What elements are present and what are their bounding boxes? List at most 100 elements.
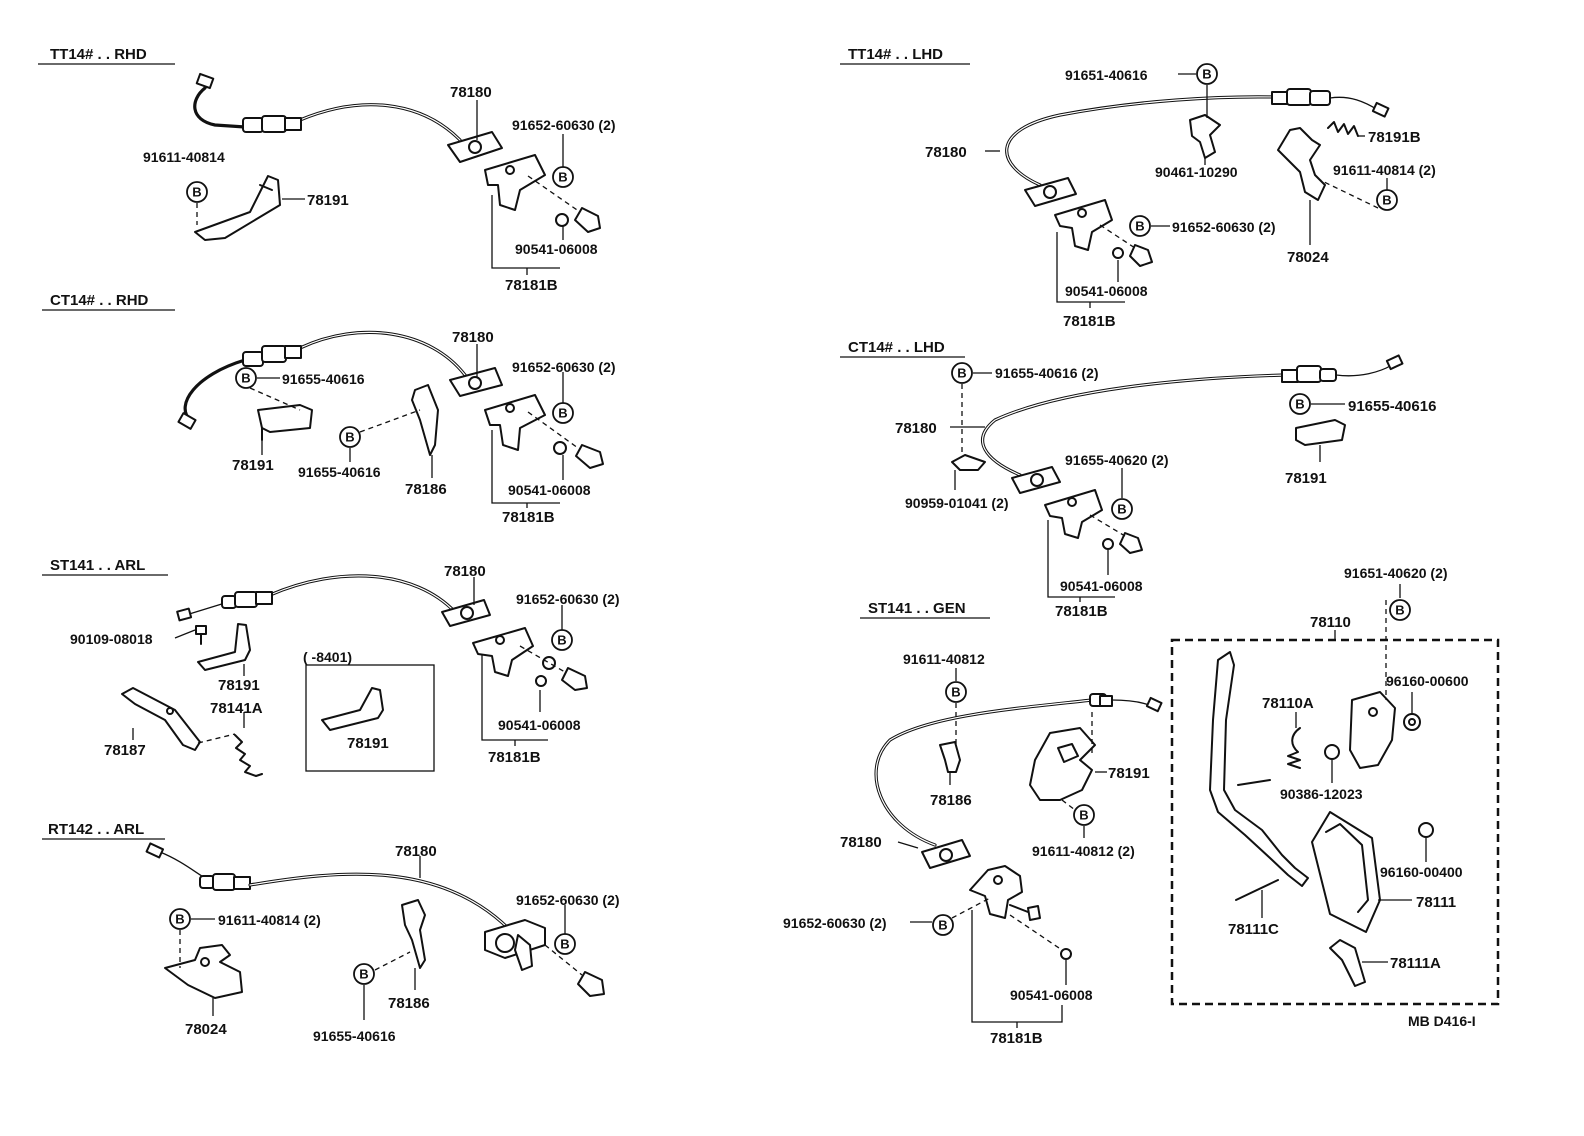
- section-tt14-rhd-title: TT14# . . RHD: [38, 46, 175, 65]
- label-91655-40616: 91655-40616: [282, 371, 365, 387]
- svg-text:B: B: [241, 371, 250, 386]
- label-90959-01041: 90959-01041 (2): [905, 495, 1009, 511]
- svg-text:CT14# . . LHD: CT14# . . LHD: [848, 339, 945, 356]
- label-78181b: 78181B: [1063, 313, 1116, 330]
- label-91651-40616: 91651-40616: [1065, 67, 1148, 83]
- bolt-b-icon: B: [1129, 215, 1151, 237]
- bolt-b-icon: B: [932, 914, 954, 936]
- section-ct14-rhd-title: CT14# . . RHD: [42, 292, 175, 311]
- label-78181b: 78181B: [1055, 603, 1108, 620]
- cable-adjuster-icon: [242, 115, 302, 133]
- section-tt14-rhd: B B 78180 91652-60630 (2) 91611-40814 78…: [143, 72, 616, 294]
- label-78024: 78024: [1287, 249, 1329, 266]
- label-78180: 78180: [450, 84, 492, 101]
- svg-text:RT142 . . ARL: RT142 . . ARL: [48, 821, 144, 838]
- svg-text:B: B: [1135, 219, 1144, 234]
- label-91611-40812: 91611-40812: [903, 651, 985, 667]
- label-78187: 78187: [104, 742, 146, 759]
- svg-text:B: B: [1117, 502, 1126, 517]
- label-91655-40616: 91655-40616 (2): [995, 365, 1099, 381]
- label-78110a: 78110A: [1262, 695, 1314, 712]
- section-st141-gen: B B B 91611-40812 78186 78191 91611-4081…: [783, 651, 1163, 1047]
- bolt-b-icon: B: [945, 681, 967, 703]
- label-inset-8401: ( -8401): [303, 649, 352, 665]
- section-tt14-lhd-title: TT14# . . LHD: [840, 46, 970, 65]
- label-91651-40620: 91651-40620 (2): [1344, 565, 1448, 581]
- bolt-b-icon: B: [1289, 393, 1311, 415]
- bolt-b-icon: B: [551, 629, 573, 651]
- cable-adjuster-icon: [1271, 88, 1331, 106]
- bolt-b-icon: B: [186, 181, 208, 203]
- svg-text:B: B: [1295, 397, 1304, 412]
- section-tt14-lhd: B B B 91651-40616 78180 90461-10290 7819…: [925, 63, 1436, 330]
- label-90541-06008: 90541-06008: [1010, 987, 1093, 1003]
- label-91652-60630: 91652-60630 (2): [783, 915, 887, 931]
- label-78186: 78186: [388, 995, 430, 1012]
- label-78180: 78180: [895, 420, 937, 437]
- label-78180: 78180: [395, 843, 437, 860]
- svg-text:ST141 . . GEN: ST141 . . GEN: [868, 600, 966, 617]
- svg-text:TT14# . . RHD: TT14# . . RHD: [50, 46, 147, 63]
- label-91652-60630: 91652-60630 (2): [1172, 219, 1276, 235]
- svg-text:B: B: [560, 937, 569, 952]
- bolt-b-icon: B: [339, 426, 361, 448]
- svg-text:TT14# . . LHD: TT14# . . LHD: [848, 46, 943, 63]
- label-78180: 78180: [840, 834, 882, 851]
- svg-text:B: B: [359, 967, 368, 982]
- bolt-b-icon: B: [169, 908, 191, 930]
- label-78181b: 78181B: [502, 509, 555, 526]
- bolt-b-icon: B: [1376, 189, 1398, 211]
- label-78110: 78110: [1310, 614, 1351, 631]
- cable-adjuster-icon: [242, 345, 302, 367]
- section-rt142-arl: B B B 78180 91652-60630 (2) 91611-40814 …: [145, 842, 620, 1044]
- label-78186: 78186: [405, 481, 447, 498]
- label-96160-00600: 96160-00600: [1386, 673, 1469, 689]
- label-78180: 78180: [444, 563, 486, 580]
- label-91655-40620: 91655-40620 (2): [1065, 452, 1169, 468]
- label-78141a: 78141A: [210, 700, 263, 717]
- bolt-b-icon: B: [552, 402, 574, 424]
- label-91655-40616: 91655-40616: [313, 1028, 396, 1044]
- inset-box: [305, 664, 435, 772]
- diagram-code: MB D416-I: [1408, 1013, 1476, 1029]
- svg-text:B: B: [345, 430, 354, 445]
- label-78191-inset: 78191: [347, 735, 389, 752]
- bolt-b-icon: B: [235, 367, 257, 389]
- cable-adjuster-icon: [1089, 693, 1113, 707]
- svg-text:B: B: [1382, 193, 1391, 208]
- svg-text:B: B: [557, 633, 566, 648]
- cable-adjuster-icon: [221, 591, 273, 609]
- label-78191: 78191: [1108, 765, 1150, 782]
- label-90109-08018: 90109-08018: [70, 631, 153, 647]
- section-ct14-rhd: B B B 78180 91652-60630 (2) 91655-40616 …: [177, 329, 616, 526]
- label-91652-60630: 91652-60630 (2): [516, 591, 620, 607]
- label-91611-40812: 91611-40812 (2): [1032, 843, 1135, 859]
- svg-text:B: B: [192, 185, 201, 200]
- label-91652-60630: 91652-60630 (2): [516, 892, 620, 908]
- label-78191b: 78191B: [1368, 129, 1421, 146]
- label-90541-06008: 90541-06008: [508, 482, 591, 498]
- bolt-b-icon: B: [353, 963, 375, 985]
- label-78191: 78191: [1285, 470, 1327, 487]
- section-ct14-lhd: B B B 91655-40616 (2) 78180 91655-40616 …: [895, 354, 1436, 620]
- svg-text:CT14# . . RHD: CT14# . . RHD: [50, 292, 149, 309]
- svg-text:B: B: [938, 918, 947, 933]
- cable-adjuster-icon: [1281, 365, 1337, 383]
- svg-text:B: B: [957, 366, 966, 381]
- svg-text:B: B: [558, 406, 567, 421]
- bolt-b-icon: B: [1389, 599, 1411, 621]
- label-91652-60630: 91652-60630 (2): [512, 359, 616, 375]
- label-78181b: 78181B: [990, 1030, 1043, 1047]
- label-78191: 78191: [218, 677, 260, 694]
- svg-text:B: B: [558, 170, 567, 185]
- label-91655-40616: 91655-40616: [298, 464, 381, 480]
- svg-text:B: B: [951, 685, 960, 700]
- label-90541-06008: 90541-06008: [1065, 283, 1148, 299]
- label-91611-40814: 91611-40814 (2): [218, 912, 321, 928]
- section-st141-arl-title: ST141 . . ARL: [42, 557, 168, 576]
- label-78180: 78180: [925, 144, 967, 161]
- label-78191: 78191: [307, 192, 349, 209]
- section-st141-gen-title: ST141 . . GEN: [860, 600, 990, 619]
- label-78024: 78024: [185, 1021, 227, 1038]
